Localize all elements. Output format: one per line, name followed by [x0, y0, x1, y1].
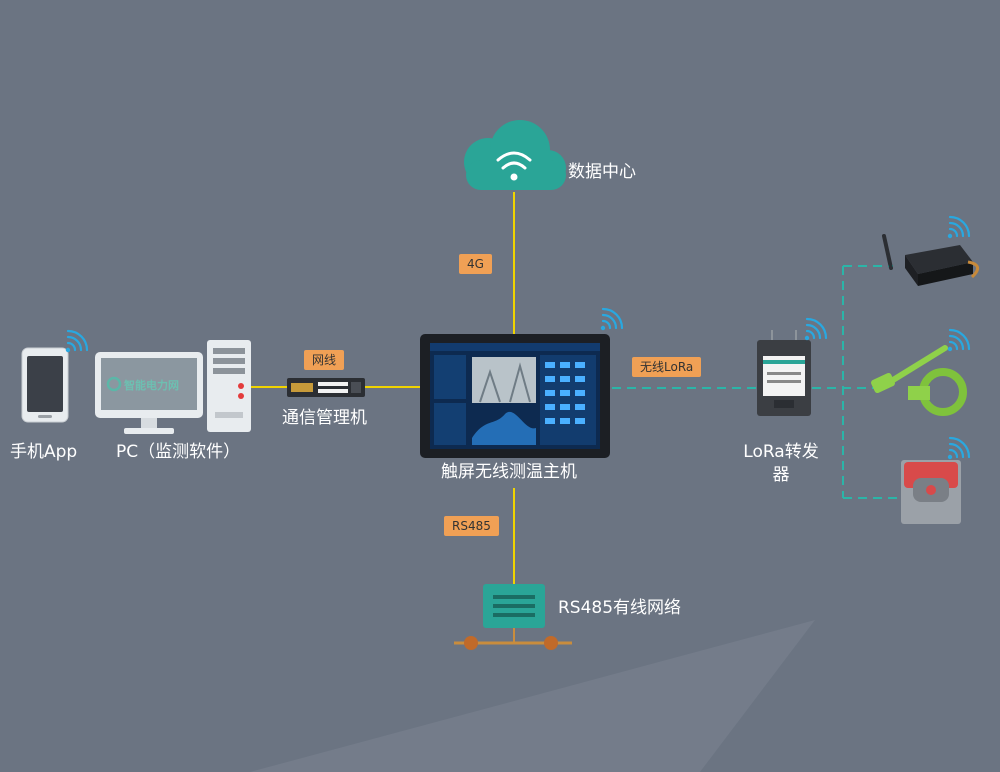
label-comm-manager: 通信管理机: [282, 408, 367, 428]
sensor-green-clip: [871, 345, 967, 416]
pc-screen-logo: 智能电力网: [124, 378, 179, 392]
label-lora-forwarder: LoRa转发 器: [743, 442, 819, 485]
tag-rs485: RS485: [444, 516, 499, 536]
wifi-icon-lora: [804, 317, 828, 341]
sensor-box-antenna: [882, 234, 980, 286]
pc-monitor-icon: 智能电力网: [95, 352, 203, 434]
wifi-icon-host: [600, 307, 624, 331]
label-host: 触屏无线测温主机: [441, 462, 577, 482]
wifi-icon-sensor-middle: [947, 328, 971, 352]
wifi-icon-sensor-bottom: [947, 436, 971, 460]
pc-tower-icon: [207, 340, 251, 432]
phone-icon: [21, 347, 69, 423]
cloud-icon: [464, 120, 566, 190]
tag-4g: 4G: [459, 254, 492, 274]
background-light-beam: [250, 620, 815, 772]
tag-network-cable: 网线: [304, 350, 345, 370]
wifi-icon-phone: [65, 329, 89, 353]
rs485-terminal-icon: [454, 584, 572, 650]
label-phone-app: 手机App: [10, 442, 78, 462]
wifi-icon-sensor-top: [947, 215, 971, 239]
label-rs485-network: RS485有线网络: [558, 598, 682, 618]
host-touchscreen-device: [420, 334, 610, 458]
lora-forwarder-device: [757, 330, 811, 416]
label-pc: PC（监测软件）: [116, 442, 241, 462]
comm-manager-device: [287, 378, 365, 397]
label-data-center: 数据中心: [568, 162, 636, 182]
sensor-red-clamp: [901, 460, 961, 524]
tag-wireless-lora: 无线LoRa: [632, 357, 702, 377]
